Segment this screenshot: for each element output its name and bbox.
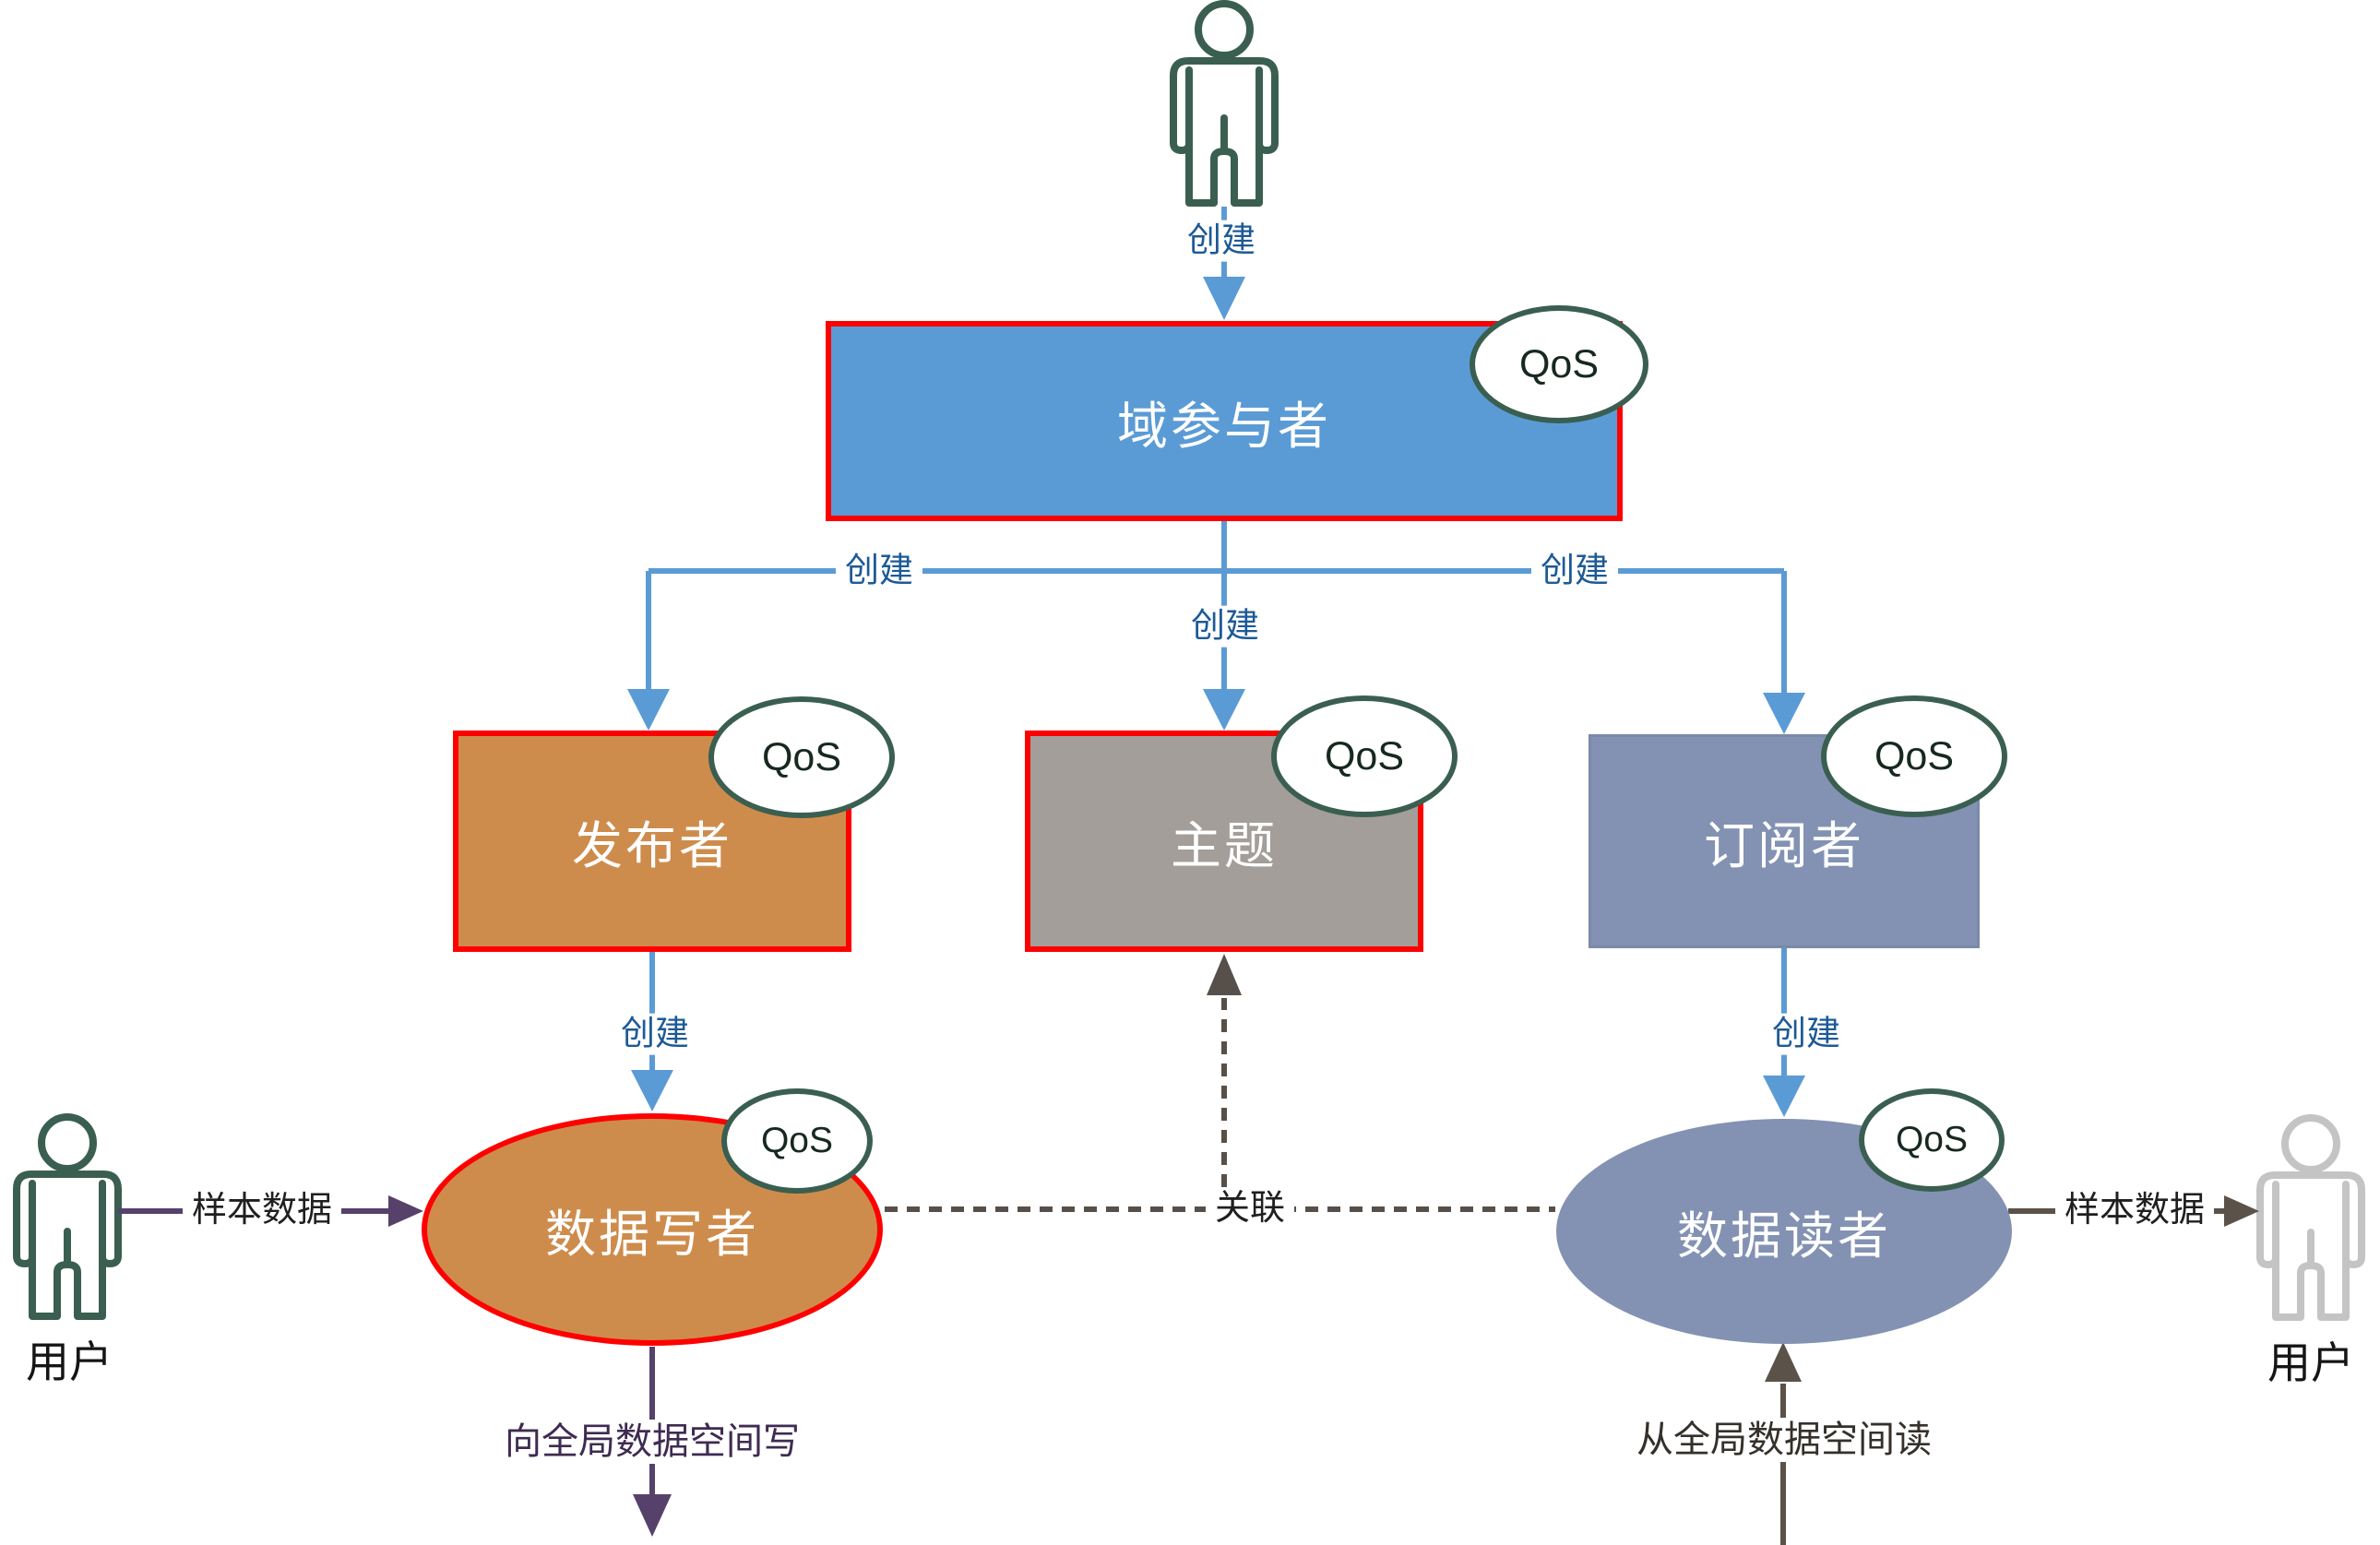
qos-badge-domain-participant: QoS — [1470, 305, 1648, 423]
qos-label: QoS — [760, 1121, 834, 1160]
node-subscriber: 订阅者 — [1589, 734, 1980, 948]
node-domain-participant-label: 域参与者 — [1116, 397, 1331, 455]
edge-label-read-global: 从全局数据空间读 — [1627, 1418, 1941, 1462]
node-data-writer-label: 数据写者 — [544, 1206, 759, 1263]
qos-label: QoS — [1874, 733, 1955, 778]
edge-label-create-left: 创建 — [836, 550, 922, 592]
edge-read-global — [1765, 1342, 1802, 1545]
edge-label-sample-data-left: 样本数据 — [182, 1190, 342, 1232]
qos-label: QoS — [1895, 1120, 1969, 1159]
node-data-reader-label: 数据读者 — [1676, 1207, 1891, 1265]
node-publisher-label: 发布者 — [571, 817, 732, 874]
edge-label-create-writer: 创建 — [612, 1013, 698, 1055]
edge-label-create-right: 创建 — [1531, 550, 1618, 592]
left-user-icon — [17, 1117, 118, 1316]
qos-label: QoS — [1518, 341, 1600, 386]
edge-label-sample-data-right: 样本数据 — [2054, 1190, 2215, 1232]
top-user-icon — [1173, 4, 1275, 203]
qos-badge-data-writer: QoS — [721, 1088, 873, 1194]
edge-label-create-reader: 创建 — [1763, 1013, 1850, 1055]
right-user-icon — [2260, 1118, 2362, 1317]
node-topic-label: 主题 — [1170, 817, 1278, 874]
edge-create-reader — [1763, 948, 1805, 1117]
node-subscriber-label: 订阅者 — [1703, 817, 1864, 874]
qos-badge-data-reader: QoS — [1859, 1088, 2005, 1192]
qos-badge-topic: QoS — [1271, 695, 1458, 817]
edge-label-create-middle: 创建 — [1182, 605, 1268, 648]
qos-label: QoS — [1324, 733, 1405, 778]
edge-label-create-top: 创建 — [1178, 220, 1265, 262]
qos-badge-publisher: QoS — [708, 696, 895, 818]
qos-badge-subscriber: QoS — [1821, 695, 2007, 817]
edge-label-write-global: 向全局数据空间写 — [495, 1420, 809, 1464]
right-user-label: 用户 — [2267, 1338, 2354, 1388]
edge-association — [885, 954, 1555, 1212]
left-user-label: 用户 — [26, 1337, 113, 1387]
qos-label: QoS — [761, 734, 842, 779]
edge-label-association: 关联 — [1205, 1188, 1295, 1230]
